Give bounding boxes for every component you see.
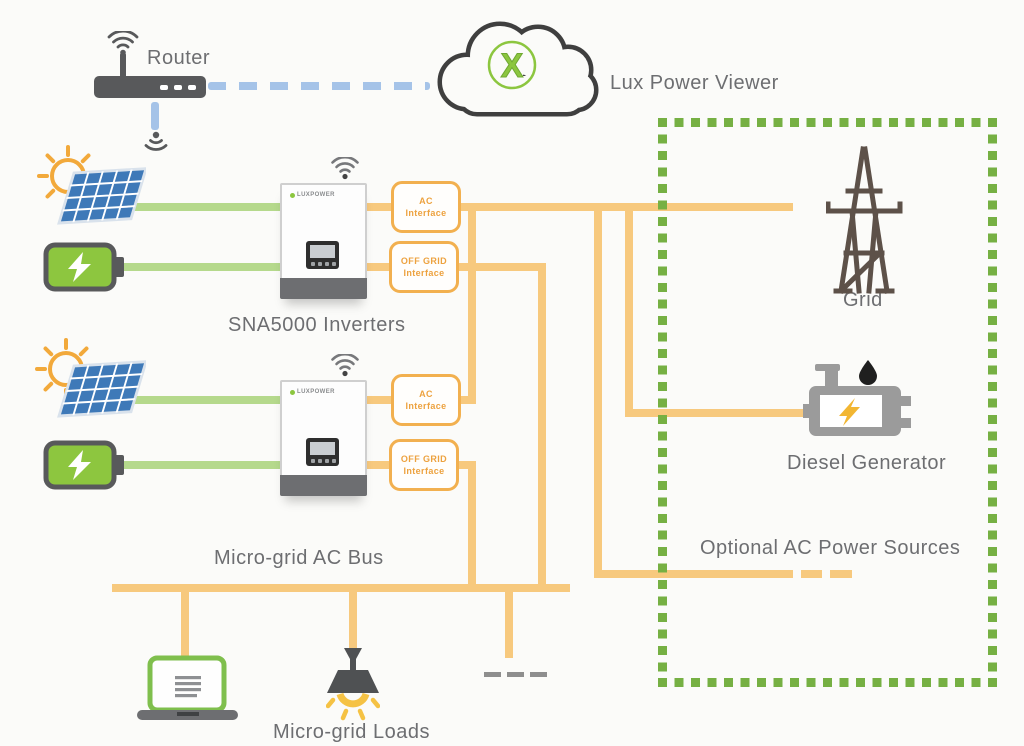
inverter2: LUXPOWER bbox=[280, 380, 367, 496]
inverter1-wifi-icon bbox=[331, 157, 359, 180]
router-label: Router bbox=[147, 47, 211, 69]
battery-icon bbox=[43, 242, 124, 292]
wire-diesel-vertical bbox=[625, 203, 633, 417]
cloud-icon: X bbox=[437, 21, 599, 117]
wire-inv1-ac bbox=[363, 203, 393, 211]
optional-box-border-left bbox=[658, 118, 667, 687]
wire-offgrid1-vertical bbox=[538, 263, 546, 592]
logo-dot-icon bbox=[290, 389, 295, 395]
wire-offgrid1-horizontal bbox=[458, 263, 546, 271]
inverter1-logo: LUXPOWER bbox=[290, 192, 335, 198]
wifi-broadcast-down-icon bbox=[144, 131, 168, 151]
line-panel2-inverter2 bbox=[125, 396, 285, 404]
optional-box-border-top bbox=[658, 118, 997, 127]
router-signal-link bbox=[151, 102, 159, 130]
wire-optional-dash1 bbox=[801, 570, 822, 578]
line-panel1-inverter1 bbox=[125, 203, 285, 211]
wire-offgrid2-vertical bbox=[468, 461, 476, 592]
inverter1: LUXPOWER bbox=[280, 183, 367, 299]
wire-inv2-ac bbox=[363, 396, 393, 404]
wire-ac1-ac2-vertical bbox=[468, 203, 476, 404]
wire-drop-laptop bbox=[181, 592, 189, 660]
router-antenna bbox=[120, 53, 126, 79]
line-battery1-inverter1 bbox=[118, 263, 285, 271]
grid-tower-icon bbox=[826, 146, 903, 294]
wire-drop-more bbox=[505, 592, 513, 658]
optional-box-border-bottom bbox=[658, 678, 997, 687]
inverter2-base bbox=[280, 475, 367, 496]
more-loads-dash3 bbox=[530, 672, 547, 677]
wire-optional-dash2 bbox=[830, 570, 852, 578]
wire-inv1-offgrid bbox=[363, 263, 391, 271]
wire-ac-bus bbox=[112, 584, 570, 592]
logo-dot-icon bbox=[290, 192, 295, 198]
line-battery2-inverter2 bbox=[118, 461, 285, 469]
laptop-icon bbox=[137, 655, 238, 720]
solar-panel-icon-2 bbox=[57, 360, 146, 418]
inverter1-base bbox=[280, 278, 367, 299]
inverter1-display bbox=[306, 241, 339, 269]
router-icon bbox=[94, 76, 206, 98]
more-loads-dash1 bbox=[484, 672, 501, 677]
inverter2-display bbox=[306, 438, 339, 466]
inverter2-logo: LUXPOWER bbox=[290, 389, 335, 395]
battery-icon-2 bbox=[43, 440, 124, 490]
solar-panel-icon bbox=[57, 167, 146, 225]
wire-drop-lamp bbox=[349, 592, 357, 652]
router-cloud-link bbox=[208, 82, 430, 90]
lux-logo-circle bbox=[487, 40, 537, 90]
loads-label: Micro-grid Loads bbox=[273, 721, 430, 743]
viewer-label: Lux Power Viewer bbox=[610, 72, 779, 94]
optional-sources-label: Optional AC Power Sources bbox=[700, 537, 961, 559]
diesel-generator-icon bbox=[803, 360, 911, 436]
lux-logo-x: X bbox=[501, 47, 524, 85]
wire-ac2-right-stub bbox=[458, 396, 476, 404]
wire-diesel-horizontal bbox=[625, 409, 805, 417]
wire-offgrid2-horizontal bbox=[458, 461, 476, 469]
inverters-label: SNA5000 Inverters bbox=[228, 314, 406, 336]
ac-bus-label: Micro-grid AC Bus bbox=[214, 547, 384, 569]
oil-drop-icon bbox=[859, 360, 877, 385]
optional-box-border-right bbox=[988, 118, 997, 687]
wire-optional-horizontal bbox=[594, 570, 793, 578]
bolt-icon bbox=[839, 398, 860, 426]
grid-label: Grid bbox=[843, 289, 883, 311]
wire-inv2-offgrid bbox=[363, 461, 391, 469]
diesel-generator-label: Diesel Generator bbox=[787, 452, 947, 474]
lamp-icon bbox=[326, 648, 380, 721]
inverter2-wifi-icon bbox=[331, 354, 359, 377]
wire-optional-vertical bbox=[594, 203, 602, 578]
more-loads-dash2 bbox=[507, 672, 524, 677]
